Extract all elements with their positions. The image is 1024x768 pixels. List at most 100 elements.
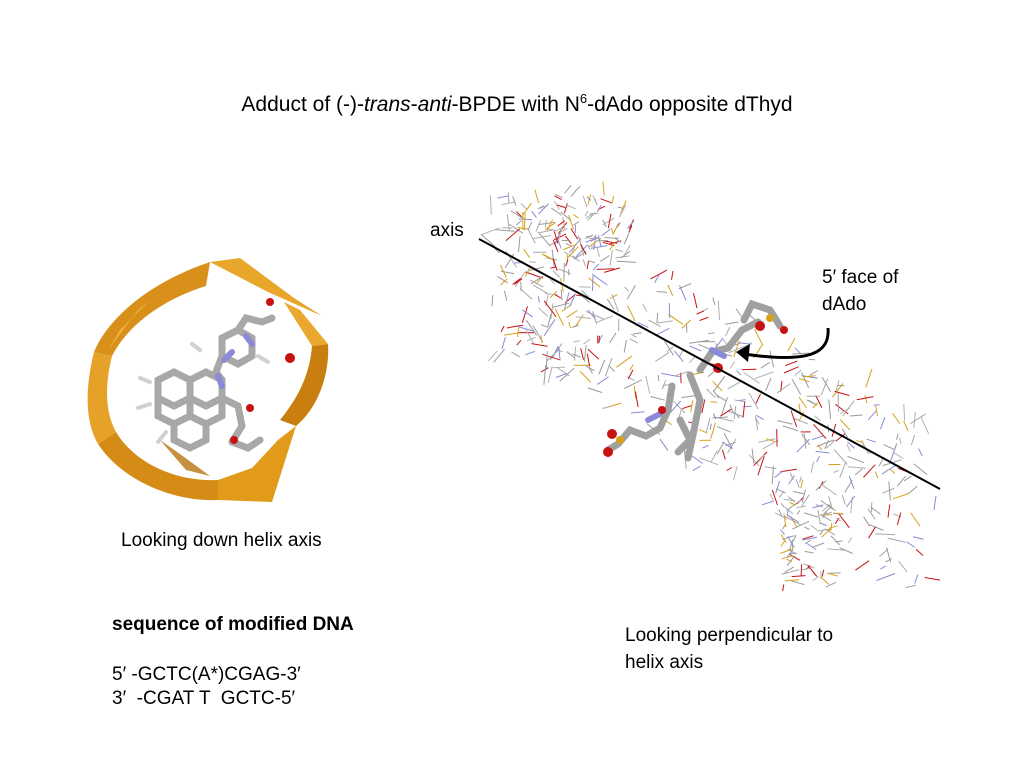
wireframe-stroke [656,291,667,293]
wireframe-stroke [821,527,832,538]
wireframe-stroke [606,298,615,310]
wireframe-stroke [710,422,716,439]
wireframe-stroke [782,425,799,432]
wireframe-stroke [817,509,821,525]
wireframe-stroke [896,475,906,487]
wireframe-stroke [543,300,557,318]
wireframe-stroke [796,509,801,515]
wireframe-stroke [778,509,783,518]
wireframe-stroke [801,494,810,507]
wireframe-stroke [819,514,833,516]
wireframe-stroke [804,539,811,545]
wireframe-stroke [712,389,720,399]
wireframe-stroke [810,461,815,473]
wireframe-stroke [673,371,689,377]
wireframe-stroke [821,377,832,392]
wireframe-stroke [743,372,760,384]
sequence-block: sequence of modified DNA 5′ -GCTC(A*)CGA… [112,614,354,710]
wireframe-stroke [790,410,798,428]
wireframe-stroke [500,278,508,286]
wireframe-stroke [500,325,505,333]
wireframe-stroke [508,223,524,234]
wireframe-stroke [727,380,742,390]
wireframe-stroke [856,396,874,401]
wireframe-stroke [702,444,709,449]
wireframe-stroke [804,526,810,530]
wireframe-stroke [558,346,561,361]
wireframe-stroke [781,572,789,575]
wireframe-stroke [716,425,731,433]
wireframe-stroke [588,260,596,264]
wireframe-stroke [856,440,864,443]
axis-label: axis [430,220,464,241]
wireframe-stroke [780,534,787,543]
wireframe-stroke [543,319,556,336]
wireframe-stroke [558,226,563,240]
wireframe-stroke [802,535,814,540]
wireframe-stroke [782,524,786,530]
wireframe-stroke [506,214,510,231]
wireframe-stroke [578,286,591,288]
wireframe-stroke [791,378,802,395]
wireframe-stroke [575,316,591,319]
wireframe-stroke [574,314,584,327]
wireframe-stroke [801,567,810,571]
wireframe-stroke [525,350,535,356]
wireframe-stroke [828,496,833,509]
wireframe-stroke [534,189,540,204]
wireframe-stroke [816,455,820,463]
wireframe-stroke [525,329,535,344]
wireframe-stroke [784,579,800,582]
wireframe-stroke [511,351,520,358]
wireframe-stroke [611,294,619,313]
right-caption-line-2: helix axis [625,652,704,673]
wireframe-stroke [539,205,546,210]
wireframe-stroke [914,574,919,584]
wireframe-stroke [586,235,593,238]
wireframe-stroke [789,502,797,506]
wireframe-stroke [537,205,545,210]
wireframe-stroke [788,540,793,551]
wireframe-stroke [535,277,542,285]
wireframe-stroke [596,315,614,323]
wireframe-stroke [846,443,851,452]
wireframe-stroke [692,465,701,472]
wireframe-stroke [787,536,795,548]
wireframe-stroke [721,449,726,460]
wireframe-stroke [587,212,596,221]
wireframe-stroke [518,326,535,332]
wireframe-stroke [754,415,760,425]
wireframe-stroke [807,564,818,577]
wireframe-stroke [620,250,631,259]
wireframe-stroke [609,241,616,251]
wireframe-stroke [566,246,579,259]
wireframe-stroke [892,451,904,459]
wireframe-stroke [555,372,567,378]
wireframe-stroke [551,249,555,267]
wireframe-stroke [494,229,515,232]
wireframe-stroke [787,337,796,352]
wireframe-stroke [500,270,515,275]
wireframe-stroke [673,400,686,414]
wireframe-stroke [761,500,774,506]
wireframe-stroke [537,231,551,247]
wireframe-stroke [733,405,737,420]
wireframe-stroke [875,533,896,536]
wireframe-stroke [564,251,581,262]
wireframe-stroke [588,277,601,288]
right-caption: Looking perpendicular to helix axis [625,622,833,676]
wireframe-stroke [833,469,840,473]
wireframe-stroke [887,537,906,543]
wireframe-stroke [563,262,565,282]
wireframe-stroke [607,213,612,229]
wireframe-stroke [627,305,636,322]
wireframe-stroke [812,542,825,548]
wireframe-stroke [659,438,669,451]
wireframe-stroke [611,195,615,204]
wireframe-stroke [562,216,566,230]
wireframe-stroke [847,466,866,469]
wireframe-stroke [783,513,787,528]
right-caption-line-1: Looking perpendicular to [625,625,834,646]
wireframe-stroke [642,303,648,312]
wireframe-stroke [765,438,775,442]
